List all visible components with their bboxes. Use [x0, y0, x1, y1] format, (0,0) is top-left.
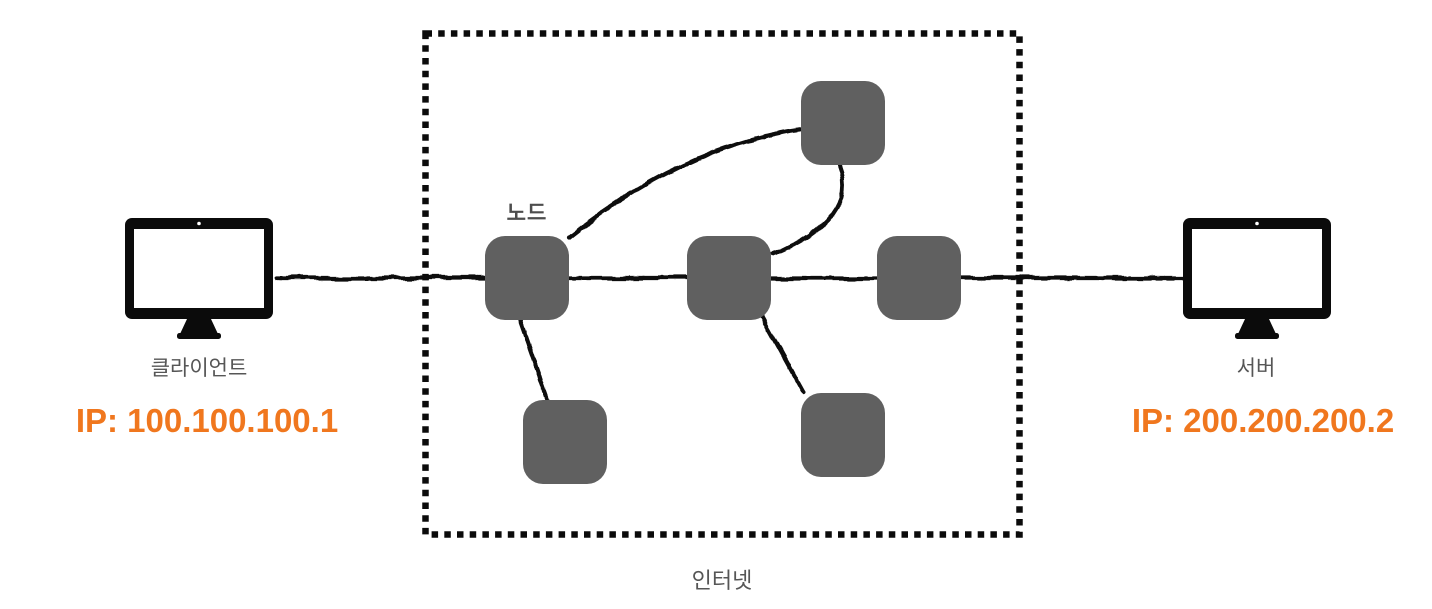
network-node-1: [485, 236, 569, 320]
network-node-bottom-right: [801, 393, 885, 477]
server-ip-label: IP: 200.200.200.2: [1131, 402, 1395, 439]
edge-node1-to-nodebottomleft: [516, 315, 551, 404]
node-label: 노드: [506, 202, 548, 225]
internet-boundary-box: [422, 30, 1023, 538]
client-ip-label: IP: 100.100.100.1: [75, 402, 339, 439]
client-label: 클라이언트: [150, 357, 248, 380]
server-label: 서버: [1236, 357, 1276, 380]
server-monitor-icon: [1183, 218, 1331, 339]
edge-node2-to-nodebottomright: [758, 313, 806, 395]
edge-node1-to-nodetop: [565, 126, 805, 241]
network-node-3: [877, 236, 961, 320]
network-node-2: [687, 236, 771, 320]
network-node-bottom-left: [523, 400, 607, 484]
edge-nodetop-to-node2: [771, 163, 845, 257]
network-node-top: [801, 81, 885, 165]
client-monitor-icon: [125, 218, 273, 339]
internet-label: 인터넷: [691, 568, 753, 593]
